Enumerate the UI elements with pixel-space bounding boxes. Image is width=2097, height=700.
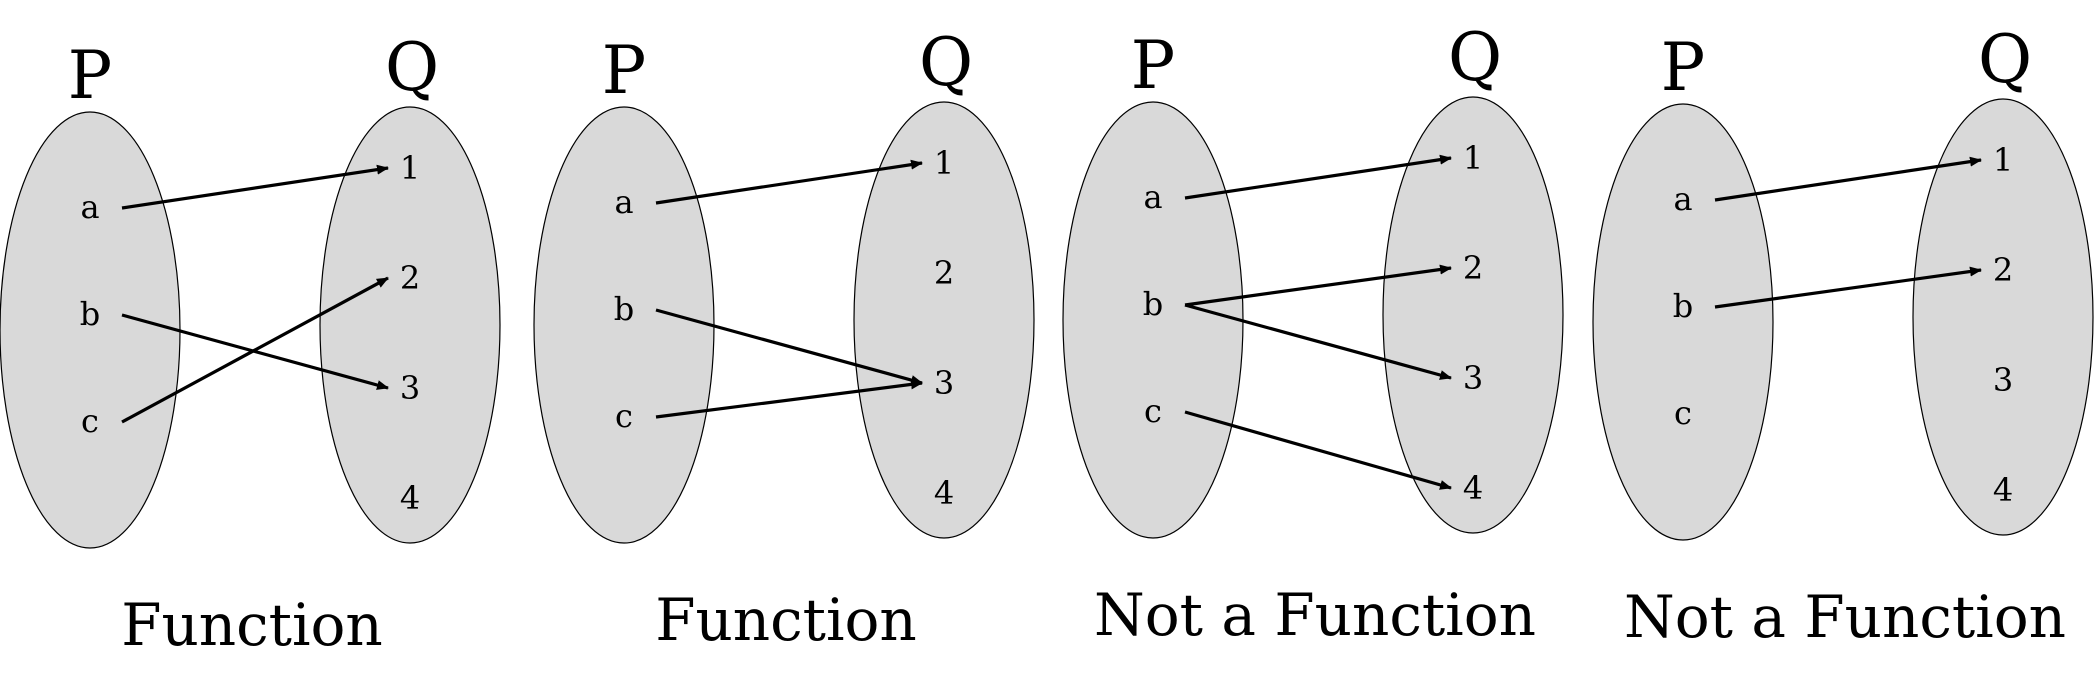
codomain-element: 3 bbox=[934, 364, 954, 402]
codomain-element: 3 bbox=[1463, 359, 1483, 397]
domain-element: c bbox=[1144, 392, 1162, 430]
codomain-element: 1 bbox=[934, 144, 954, 182]
codomain-element: 2 bbox=[400, 259, 420, 297]
domain-element: b bbox=[80, 295, 100, 333]
codomain-set-ellipse bbox=[1912, 98, 2094, 536]
codomain-element: 4 bbox=[1463, 469, 1483, 507]
codomain-element: 2 bbox=[1993, 251, 2013, 289]
panel-caption: Not a Function bbox=[1624, 583, 2066, 651]
domain-element: b bbox=[1673, 287, 1693, 325]
mapping-arrow bbox=[655, 379, 923, 419]
panel-caption: Function bbox=[121, 591, 383, 659]
domain-set-label: P bbox=[1131, 27, 1175, 104]
panel-caption: Function bbox=[655, 586, 917, 654]
codomain-set-label: Q bbox=[919, 24, 973, 101]
mapping-arrow bbox=[121, 276, 389, 424]
codomain-set-ellipse bbox=[853, 101, 1035, 539]
domain-element: a bbox=[1143, 178, 1162, 216]
mapping-arrow bbox=[655, 308, 923, 385]
codomain-element: 2 bbox=[1463, 249, 1483, 287]
codomain-element: 4 bbox=[1993, 471, 2013, 509]
domain-element: c bbox=[615, 397, 633, 435]
mapping-arrow bbox=[655, 159, 923, 205]
mapping-arrow bbox=[1184, 410, 1452, 490]
codomain-set-label: Q bbox=[1448, 19, 1502, 96]
codomain-element: 3 bbox=[400, 369, 420, 407]
codomain-set-label: Q bbox=[1978, 21, 2032, 98]
domain-element: a bbox=[80, 188, 99, 226]
mapping-arrow bbox=[1714, 156, 1982, 202]
domain-element: c bbox=[1674, 394, 1692, 432]
mapping-arrow bbox=[1184, 303, 1452, 380]
codomain-set-ellipse bbox=[1382, 96, 1564, 534]
mapping-arrow bbox=[1184, 154, 1452, 200]
domain-element: b bbox=[614, 290, 634, 328]
codomain-element: 1 bbox=[400, 149, 420, 187]
panel-caption: Not a Function bbox=[1094, 581, 1536, 649]
domain-element: a bbox=[614, 183, 633, 221]
domain-element: a bbox=[1673, 180, 1692, 218]
codomain-element: 2 bbox=[934, 254, 954, 292]
domain-set-label: P bbox=[68, 37, 112, 114]
codomain-element: 4 bbox=[934, 474, 954, 512]
domain-element: c bbox=[81, 402, 99, 440]
mapping-arrow bbox=[121, 164, 389, 210]
domain-element: b bbox=[1143, 285, 1163, 323]
codomain-element: 4 bbox=[400, 479, 420, 517]
codomain-element: 3 bbox=[1993, 361, 2013, 399]
mapping-arrow bbox=[1184, 264, 1452, 307]
codomain-set-ellipse bbox=[319, 106, 501, 544]
domain-set-label: P bbox=[1661, 29, 1705, 106]
mapping-arrow bbox=[1714, 266, 1982, 309]
domain-set-ellipse bbox=[1592, 103, 1774, 541]
codomain-element: 1 bbox=[1993, 141, 2013, 179]
codomain-set-label: Q bbox=[385, 29, 439, 106]
domain-set-label: P bbox=[602, 32, 646, 109]
codomain-element: 1 bbox=[1463, 139, 1483, 177]
